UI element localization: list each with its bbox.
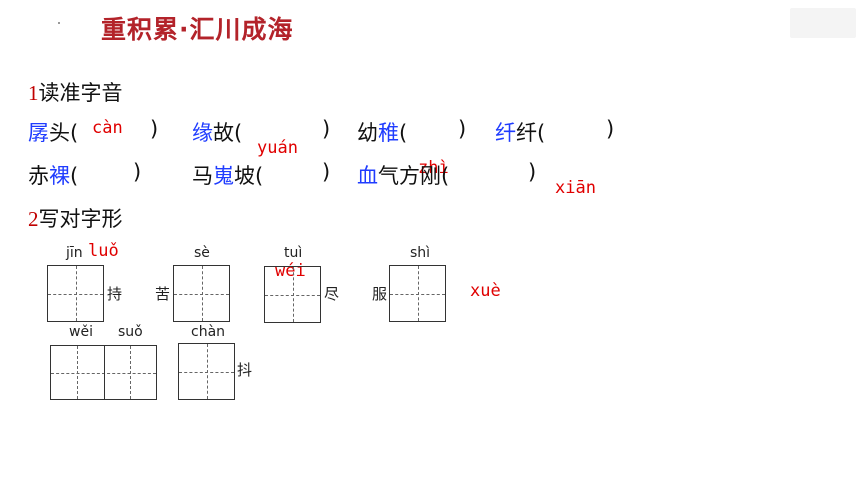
decorative-dot	[58, 22, 60, 24]
item-prefix: 赤	[28, 164, 49, 188]
section-1-number: 1	[28, 81, 39, 105]
close-paren: )	[606, 117, 615, 141]
writing-grid[interactable]	[47, 265, 104, 322]
grid-suffix-char: 尽	[324, 285, 340, 303]
close-paren: )	[322, 117, 331, 141]
item-rest: 故(	[213, 121, 243, 145]
close-paren: )	[322, 160, 331, 184]
answer-pinyin: wéi	[275, 261, 306, 281]
grid-pinyin: suǒ	[118, 324, 143, 340]
answer-pinyin: luǒ	[88, 241, 119, 261]
section-2-number: 2	[28, 207, 39, 231]
item-rest: 纤(	[516, 121, 546, 145]
grid-prefix-char: 苦	[155, 285, 171, 303]
writing-grid[interactable]	[389, 265, 446, 322]
pronunciation-item: 马嵬坡(	[192, 160, 263, 190]
grid-pinyin: tuì	[284, 245, 303, 261]
pronunciation-item: 孱头(	[28, 117, 78, 147]
pronunciation-item: 赤裸(	[28, 160, 78, 190]
section-2-label: 写对字形	[38, 207, 123, 231]
section-2-heading: 2写对字形	[28, 203, 123, 233]
item-rest: 气方刚(	[378, 164, 450, 188]
grid-suffix-char: 抖	[237, 361, 253, 379]
target-char: 孱	[28, 121, 49, 145]
writing-grid[interactable]	[178, 343, 235, 400]
target-char: 嵬	[213, 164, 234, 188]
grid-pinyin: wěi	[69, 324, 93, 340]
grid-suffix-char: 持	[107, 285, 123, 303]
close-paren: )	[458, 117, 467, 141]
answer-pinyin: zhì	[418, 158, 449, 178]
close-paren: )	[150, 117, 159, 141]
item-rest: (	[70, 164, 79, 188]
item-prefix: 幼	[357, 121, 378, 145]
grid-pinyin: chàn	[191, 324, 226, 340]
target-char: 稚	[378, 121, 399, 145]
pronunciation-item: 缘故(	[192, 117, 242, 147]
answer-pinyin: xiān	[555, 178, 596, 198]
grid-pinyin: jīn	[66, 245, 83, 261]
item-rest: 坡(	[234, 164, 264, 188]
slide-title: 重积累·汇川成海	[101, 15, 294, 44]
item-rest: (	[399, 121, 408, 145]
pronunciation-item: 幼稚(	[357, 117, 407, 147]
item-rest: 头(	[49, 121, 79, 145]
pronunciation-item: 血气方刚(	[357, 160, 449, 190]
close-paren: )	[133, 160, 142, 184]
close-paren: )	[528, 160, 537, 184]
grid-pinyin: sè	[194, 245, 210, 261]
answer-pinyin: càn	[92, 118, 123, 138]
grid-prefix-char: 服	[372, 285, 388, 303]
target-char: 缘	[192, 121, 213, 145]
item-prefix: 马	[192, 164, 213, 188]
answer-pinyin: yuán	[257, 138, 298, 158]
writing-grid[interactable]	[173, 265, 230, 322]
grid-pinyin: shì	[410, 245, 431, 261]
target-char: 裸	[49, 164, 70, 188]
target-char: 血	[357, 164, 378, 188]
section-1-label: 读准字音	[38, 81, 123, 105]
pronunciation-item: 纤纤(	[495, 117, 545, 147]
writing-grid[interactable]	[264, 266, 321, 323]
target-char: 纤	[495, 121, 516, 145]
answer-pinyin: xuè	[470, 281, 501, 301]
writing-grid-double[interactable]	[50, 345, 157, 400]
decorative-box	[790, 8, 856, 38]
section-1-heading: 1读准字音	[28, 77, 123, 107]
